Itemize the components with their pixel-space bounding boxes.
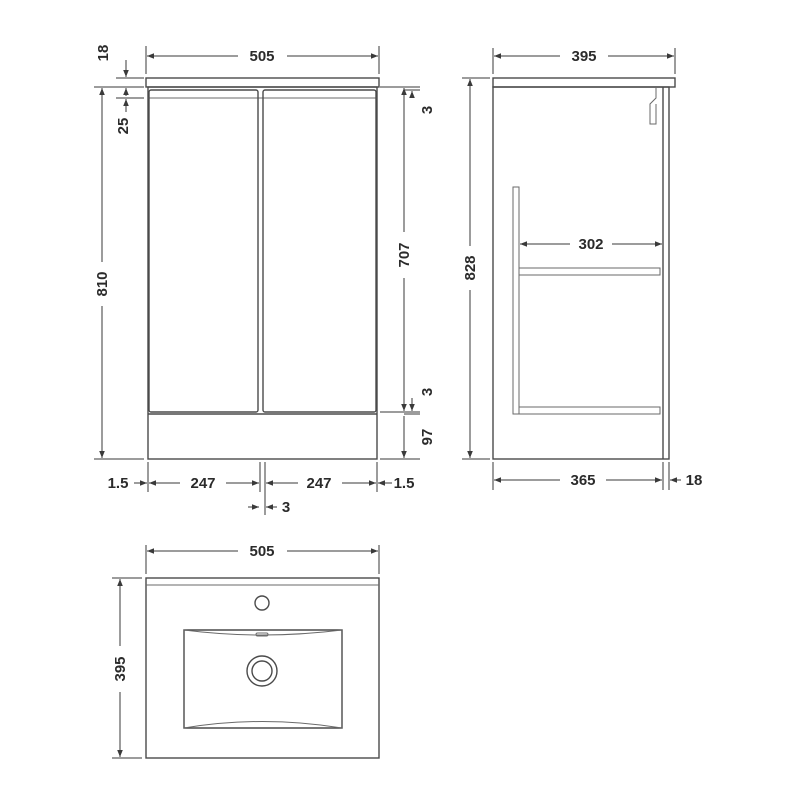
side-back-panel xyxy=(512,186,520,415)
dim-gap-top: 3 xyxy=(419,106,436,114)
top-view: 505 395 xyxy=(112,543,380,759)
side-shelf xyxy=(518,267,661,276)
dim-top-width: 505 xyxy=(249,543,274,560)
front-countertop xyxy=(145,77,380,88)
side-countertop xyxy=(492,77,676,88)
side-carcass xyxy=(492,86,670,460)
front-carcass xyxy=(147,86,378,460)
side-base-shelf xyxy=(518,406,661,415)
side-view: 395 828 302 365 18 xyxy=(462,48,702,490)
waste-outer xyxy=(246,655,278,687)
dim-side-depth: 395 xyxy=(571,48,596,65)
dim-door-left-width: 247 xyxy=(190,475,215,492)
dim-front-height: 810 xyxy=(94,271,111,296)
dim-side-gap-left: 1.5 xyxy=(108,475,129,492)
dim-plinth-height: 97 xyxy=(419,429,436,446)
basin-bowl-inner xyxy=(183,629,343,729)
dim-inner-depth: 302 xyxy=(578,236,603,253)
basin-bowl xyxy=(183,629,343,729)
dim-door-thickness: 18 xyxy=(686,472,703,489)
dim-front-width: 505 xyxy=(249,48,274,65)
dim-top-depth: 395 xyxy=(112,656,129,681)
dim-door-right-width: 247 xyxy=(306,475,331,492)
side-handle xyxy=(649,88,657,125)
right-door xyxy=(262,89,377,413)
dim-side-height: 828 xyxy=(462,255,479,280)
dim-top-thickness: 18 xyxy=(95,45,112,62)
overflow-slot xyxy=(255,632,269,637)
front-view: 505 18 25 810 707 3 3 97 xyxy=(94,45,436,516)
dim-door-top-gap: 25 xyxy=(115,118,132,135)
dim-center-gap: 3 xyxy=(282,499,290,516)
dim-door-height: 707 xyxy=(396,242,413,267)
left-door xyxy=(148,89,259,413)
basin-top-outline xyxy=(145,577,380,759)
dim-gap-bottom: 3 xyxy=(419,388,436,396)
dim-carcass-depth: 365 xyxy=(570,472,595,489)
tap-hole xyxy=(254,595,270,611)
waste-inner xyxy=(251,660,273,682)
dim-side-gap-right: 1.5 xyxy=(394,475,415,492)
